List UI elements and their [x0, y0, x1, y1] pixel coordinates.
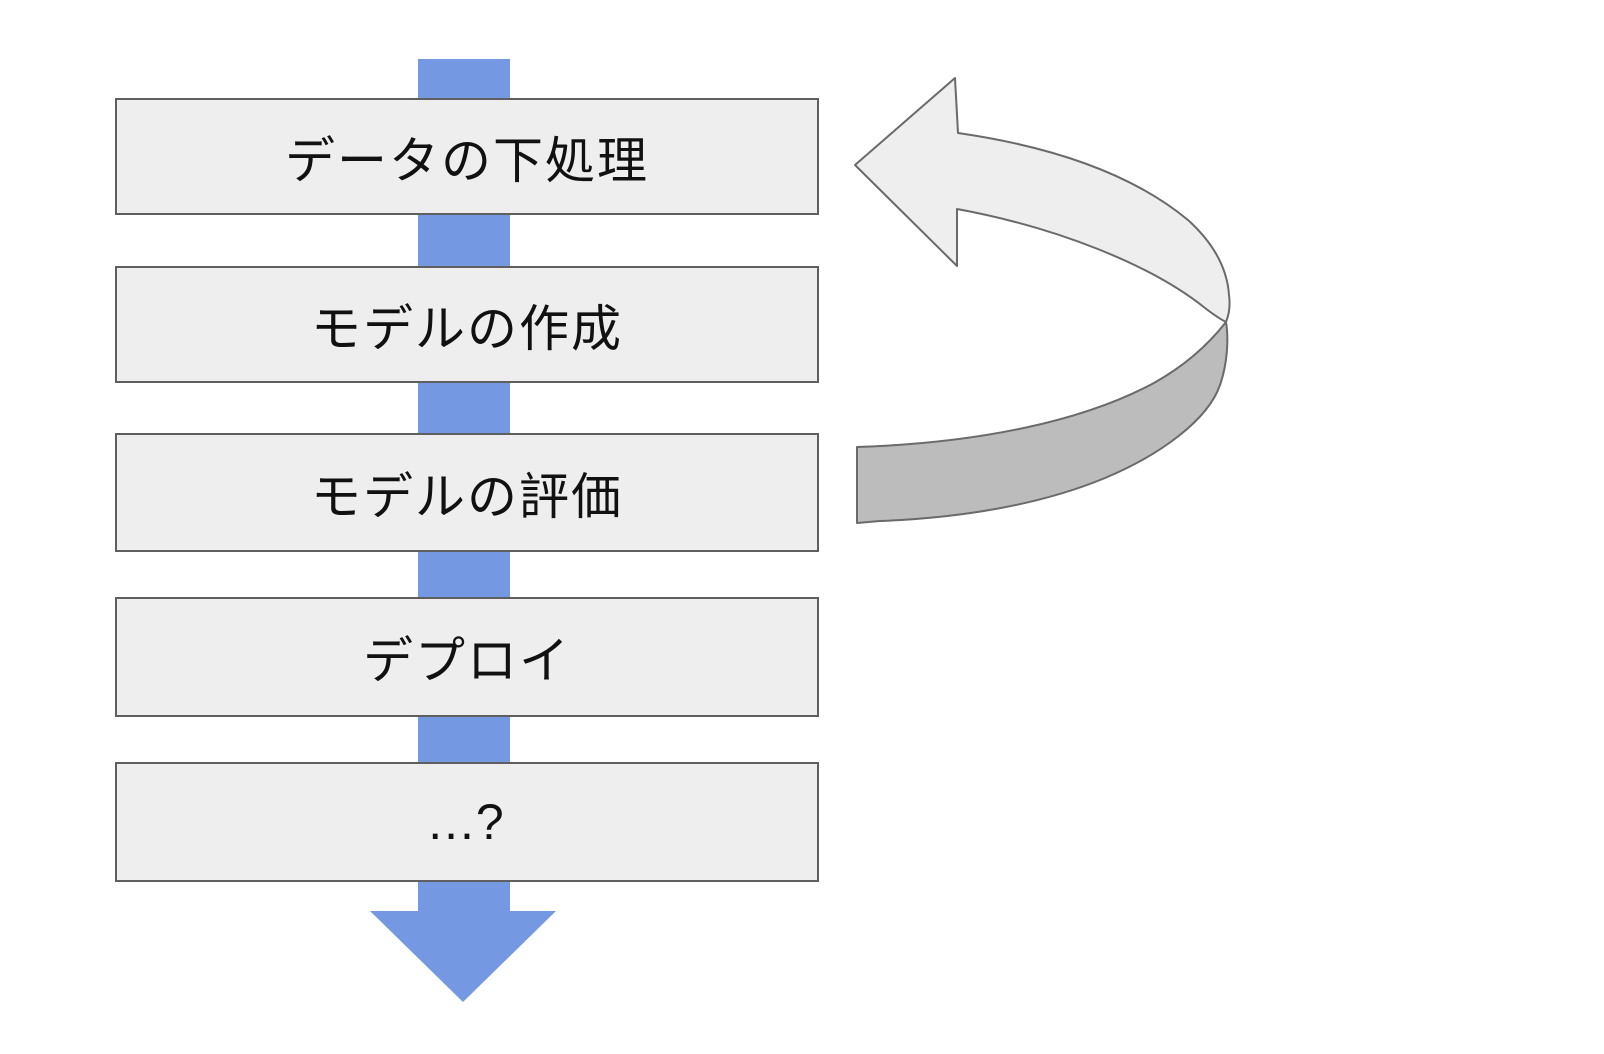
step-box-model-evaluation: モデルの評価	[115, 433, 819, 552]
step-label: ...?	[428, 794, 506, 850]
step-box-deploy: デプロイ	[115, 597, 819, 717]
step-label: データの下処理	[285, 132, 649, 189]
step-label: モデルの作成	[311, 300, 623, 357]
loop-arrow-front-face	[854, 77, 1231, 323]
step-label: モデルの評価	[311, 468, 623, 525]
step-box-model-creation: モデルの作成	[115, 266, 819, 383]
loop-arrow-back-face	[856, 321, 1229, 524]
step-label: デプロイ	[363, 633, 571, 689]
step-box-data-preprocessing: データの下処理	[115, 98, 819, 215]
step-box-more-question: ...?	[115, 762, 819, 882]
